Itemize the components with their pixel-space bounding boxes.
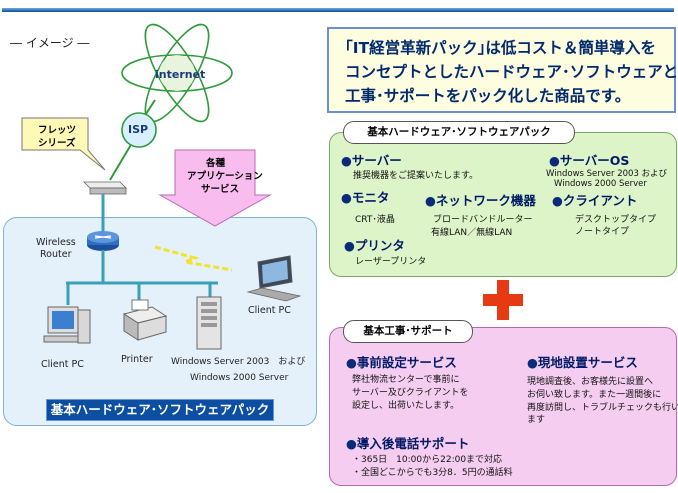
phone-support-desc-2: ・全国どこからでも3分8．5円の通話料 [352, 468, 513, 478]
client-desc-2: ノートタイプ [575, 227, 630, 237]
server-label-1: Windows Server 2003 および [171, 357, 306, 367]
callout-line-1: ｢IT経営革新パック｣は低コスト＆簡単導入を [345, 39, 656, 57]
image-label: ― イメージ ― [10, 36, 90, 50]
isp-globe-icon [121, 112, 157, 148]
presetup-heading: ●事前設定サービス [346, 355, 457, 370]
flets-label-1: フレッツ [38, 125, 77, 136]
server-heading: ●サーバー [341, 153, 402, 168]
down-arrow-icon [158, 149, 272, 227]
hardware-pack-banner: 基本ハードウェア･ソフトウェアパック [46, 399, 274, 421]
concept-callout: ｢IT経営革新パック｣は低コスト＆簡単導入を コンセプトとしたハードウェア･ソフ… [327, 27, 678, 113]
onsite-desc-4: ます [527, 415, 546, 425]
plus-icon [483, 280, 523, 320]
server-os-desc-1: Windows Server 2003 および [546, 169, 668, 179]
laptop-icon [246, 255, 302, 302]
atom-cloud-icon [121, 23, 233, 123]
client-pc-right-label: Client PC [248, 305, 291, 316]
presetup-desc-2: サーバー及びクライアントを [352, 388, 469, 398]
flets-label-2: シリーズ [38, 138, 76, 149]
desktop-pc-icon [43, 306, 91, 344]
network-diagram-svg [21, 23, 302, 350]
server-os-desc-2: Windows 2000 Server [554, 179, 647, 189]
monitor-desc: CRT･液晶 [355, 215, 395, 225]
client-heading: ●クライアント [552, 193, 638, 208]
title-rule [2, 8, 674, 12]
modem-icon [83, 181, 127, 195]
presetup-desc-1: 弊社物流センターで事前に [352, 375, 460, 385]
onsite-desc-1: 現地調査後、お客様先に設置へ [527, 377, 654, 387]
server-tower-icon [196, 296, 222, 350]
lightning-icon [154, 245, 233, 272]
network-device-heading: ●ネットワーク機器 [425, 193, 536, 208]
network-device-desc-1: ブロードバンドルーター [433, 215, 533, 225]
router-label-1: Wireless [36, 237, 76, 248]
server-os-heading: ●サーバーOS [549, 153, 630, 168]
router-icon [87, 231, 119, 251]
hw-sw-pack-tab: 基本ハードウェア･ソフトウェアパック [343, 121, 575, 144]
monitor-heading: ●モニタ [341, 190, 390, 205]
presetup-desc-3: 設定し、出荷いたします。 [352, 401, 460, 411]
isp-label: ISP [128, 123, 149, 136]
phone-support-desc-1: ・365日 10:00から22:00まで対応 [352, 455, 503, 465]
isp-link [109, 142, 133, 181]
service-pack-panel [329, 327, 677, 486]
flets-callout [21, 117, 106, 171]
printer-heading: ●プリンタ [344, 238, 405, 253]
onsite-desc-3: 再度訪問し、トラブルチェックも行い [527, 403, 678, 413]
printer-label: Printer [121, 354, 153, 365]
printer-desc: レーザープリンタ [355, 257, 427, 267]
service-pack-tab: 基本工事･サポート [343, 320, 473, 343]
server-desc: 推奨機器をご提案いたします。 [353, 171, 479, 181]
app-service-label-2: アプリケーション [187, 171, 263, 182]
phone-support-heading: ●導入後電話サポート [346, 436, 470, 451]
callout-line-2: コンセプトとしたハードウェア･ソフトウェアと [345, 63, 678, 81]
server-label-2: Windows 2000 Server [190, 373, 289, 383]
client-pc-left-label: Client PC [41, 359, 84, 370]
app-service-label-3: サービス [201, 184, 240, 195]
internet-label: internet [155, 68, 206, 81]
app-service-label-1: 各種 [206, 158, 226, 169]
onsite-heading: ●現地設置サービス [527, 355, 638, 370]
printer-icon [122, 299, 168, 341]
router-label-2: Router [40, 249, 72, 260]
client-desc-1: デスクトップタイプ [575, 215, 657, 225]
network-device-desc-2: 有線LAN／無線LAN [431, 228, 513, 238]
onsite-desc-2: お伺い致します。また一週間後に [527, 390, 662, 400]
hw-sw-pack-panel [329, 132, 677, 277]
callout-line-3: 工事･サポートをパック化した商品です。 [345, 87, 631, 105]
